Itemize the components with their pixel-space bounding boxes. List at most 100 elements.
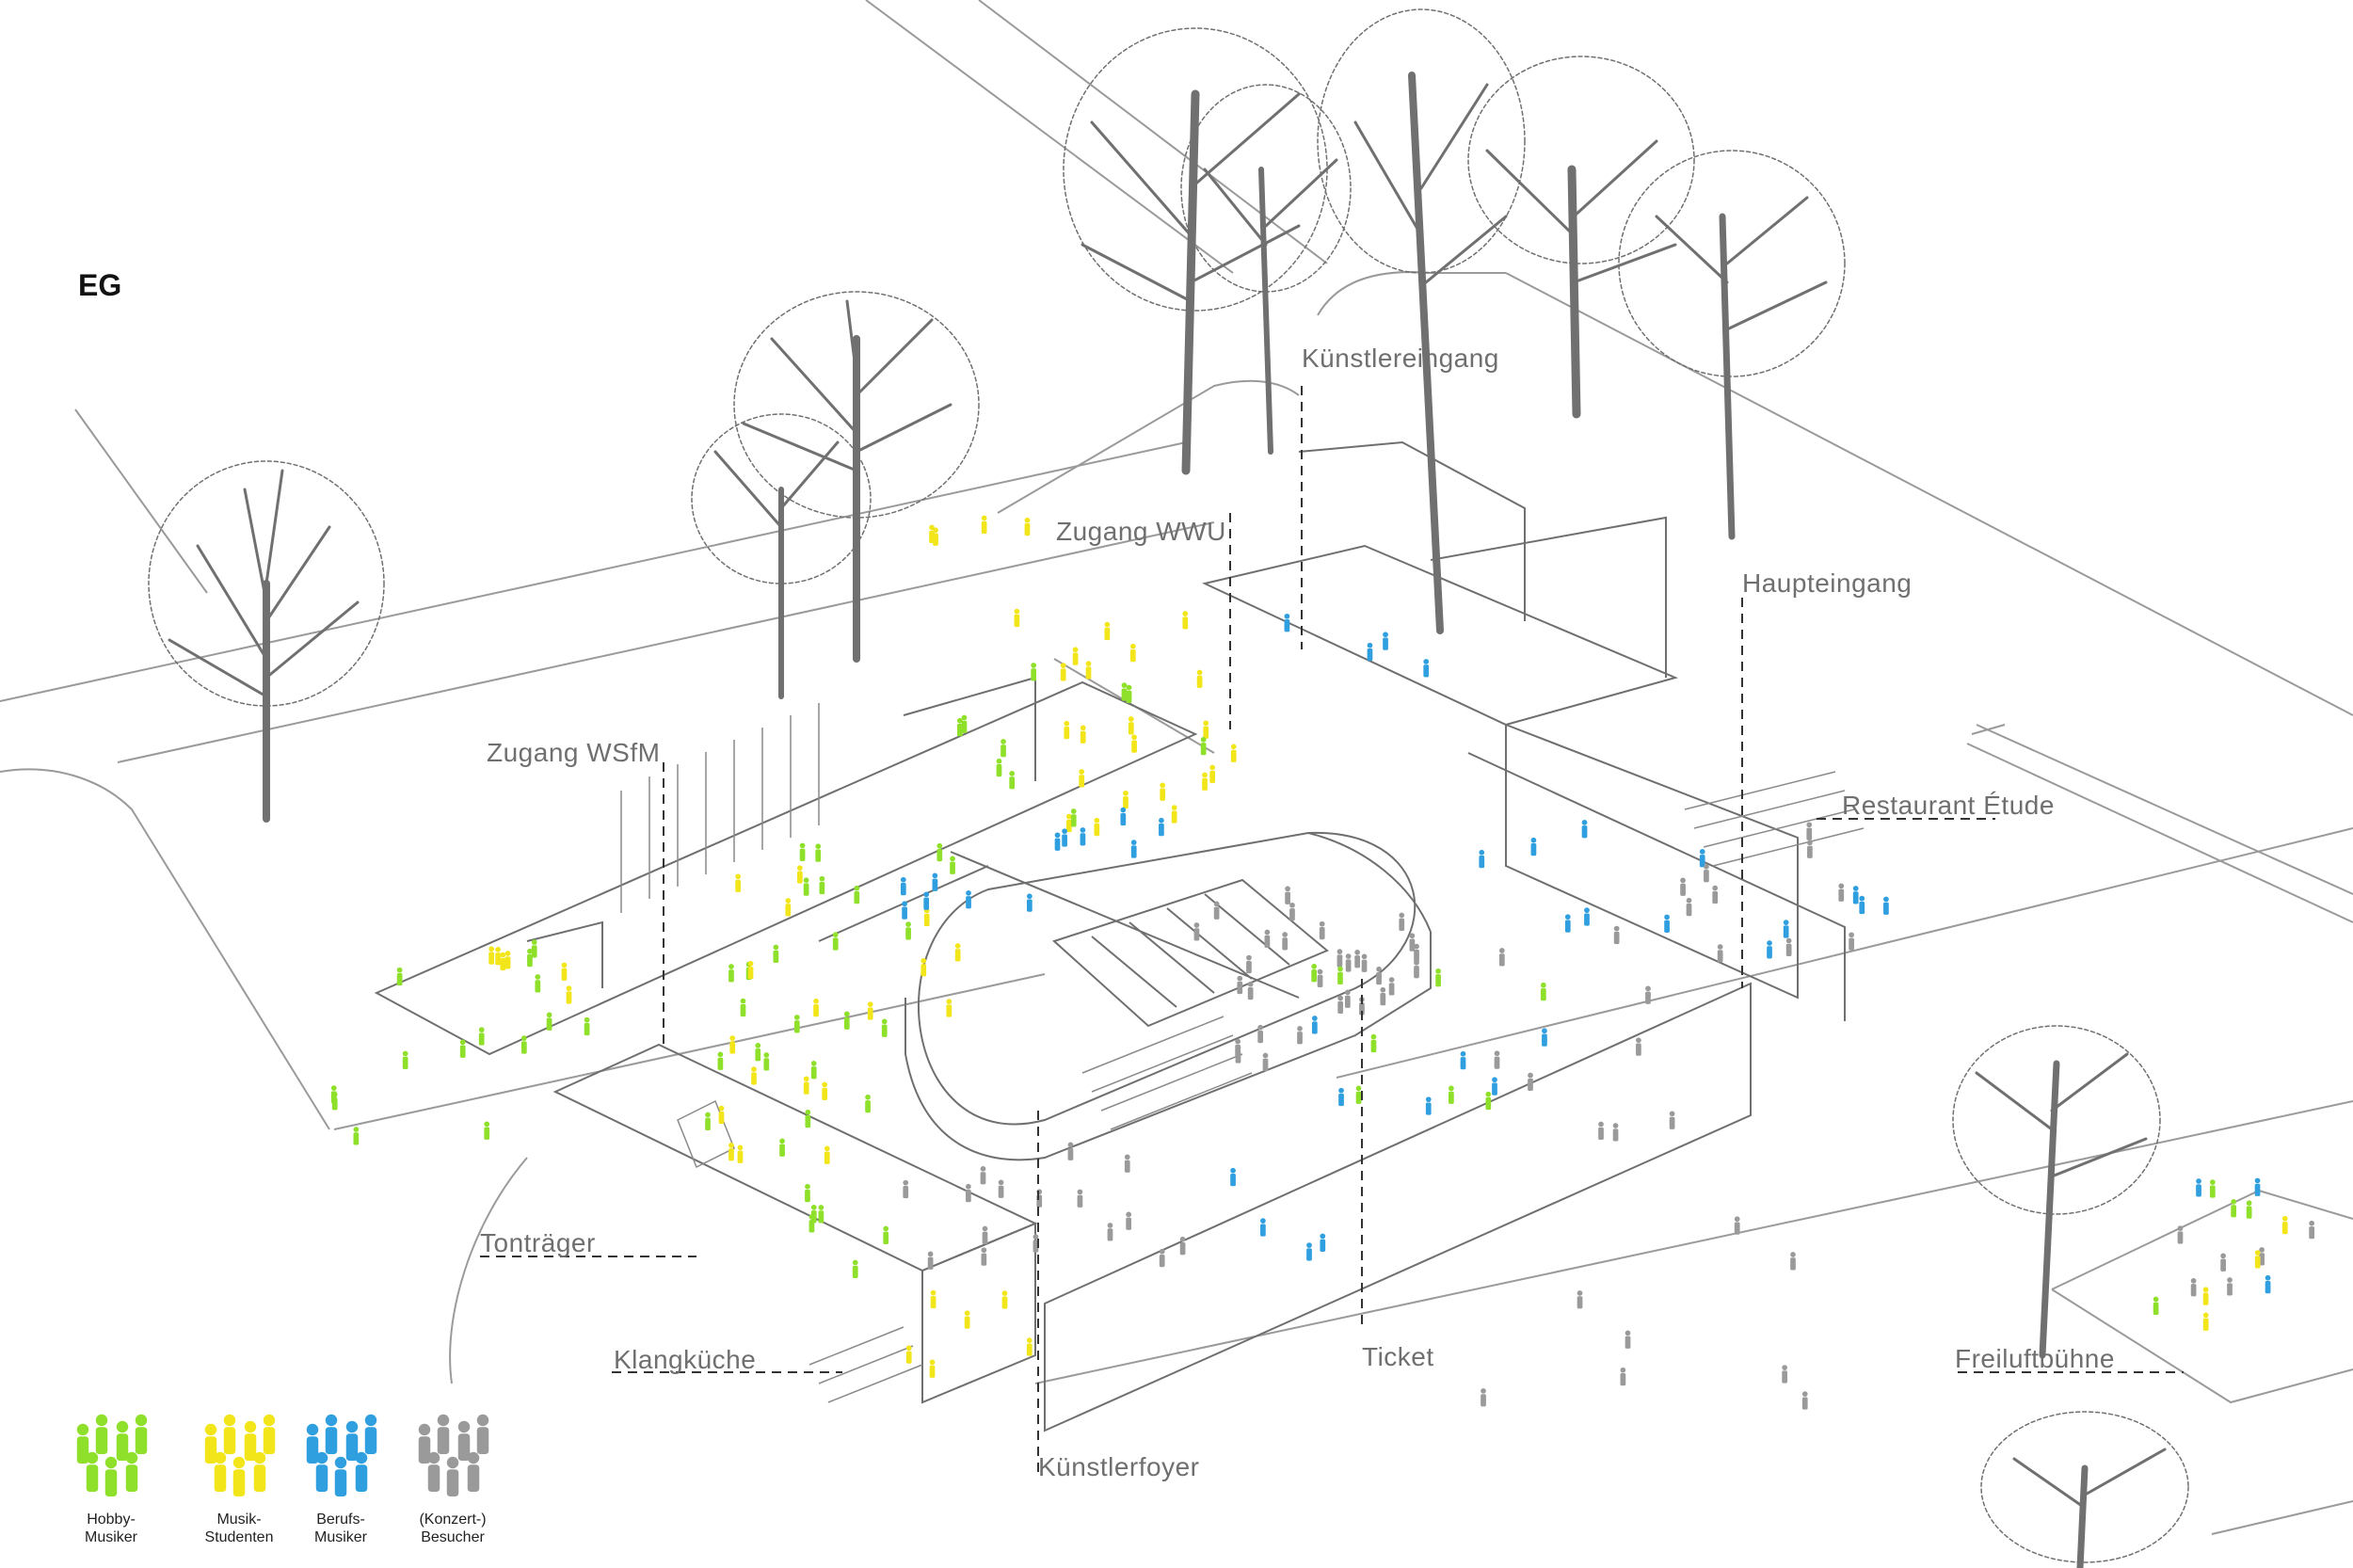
person-figure	[923, 907, 930, 927]
legend-person-figure	[476, 1414, 489, 1454]
person-figure	[1064, 720, 1070, 740]
person-figure	[1883, 896, 1889, 915]
person-figure	[1094, 817, 1100, 837]
person-figure	[1383, 632, 1388, 650]
person-figure	[1354, 949, 1360, 968]
person-figure	[966, 890, 971, 909]
label-restaurant-etude: Restaurant Étude	[1842, 791, 2055, 820]
legend-item-hobby-musiker: Hobby- Musiker	[50, 1511, 172, 1546]
person-figure	[1376, 966, 1382, 985]
legend-figure-group	[76, 1414, 148, 1496]
label-haupteingang: Haupteingang	[1742, 568, 1913, 598]
person-figure	[520, 1035, 527, 1054]
trees	[148, 8, 2189, 1568]
person-figure	[1498, 948, 1505, 967]
legend-item-konzert-besucher: (Konzert-) Besucher	[392, 1511, 514, 1546]
person-figure	[1289, 902, 1295, 921]
person-figure	[852, 1259, 858, 1279]
person-figure	[566, 985, 572, 1004]
legend-caption-line2: Studenten	[204, 1529, 274, 1546]
person-figure	[1492, 1077, 1497, 1096]
person-figure	[1361, 953, 1368, 972]
person-figure	[2281, 1215, 2288, 1235]
person-figure	[1193, 922, 1200, 941]
person-figure	[998, 1179, 1004, 1198]
person-figure	[705, 1112, 711, 1131]
legend-person-figure	[95, 1414, 108, 1454]
person-figure	[1613, 925, 1620, 945]
person-figure	[1079, 769, 1085, 788]
person-figure	[2254, 1250, 2261, 1269]
person-figure	[1704, 864, 1709, 883]
person-figure	[1785, 937, 1792, 956]
person-figure	[1612, 1123, 1619, 1142]
person-figure	[799, 842, 806, 861]
person-figure	[1370, 1033, 1377, 1053]
person-figure	[1031, 663, 1037, 681]
legend-caption-line1: Hobby-	[87, 1512, 136, 1528]
person-figure	[779, 1138, 785, 1157]
person-figure	[881, 1018, 888, 1037]
person-figure	[1734, 1216, 1740, 1235]
person-figure	[785, 898, 792, 917]
person-figure	[396, 967, 403, 986]
person-figure	[1540, 982, 1546, 1001]
person-figure	[1425, 1096, 1432, 1115]
person-figure	[1014, 608, 1020, 628]
person-figure	[803, 1076, 809, 1095]
person-figure	[933, 527, 938, 546]
legend-person-figure	[263, 1414, 276, 1454]
legend-person-figure	[364, 1414, 377, 1454]
person-figure	[865, 1094, 871, 1113]
legend-person-figure	[244, 1420, 257, 1461]
person-figure	[1801, 1391, 1808, 1410]
person-figure	[965, 1183, 971, 1203]
person-figure	[1066, 813, 1072, 833]
person-figure	[1449, 1085, 1454, 1104]
person-figure	[1124, 1154, 1130, 1173]
legend-person-figure	[334, 1456, 347, 1496]
people-figures	[330, 515, 2315, 1410]
person-figure	[1104, 621, 1111, 641]
person-figure	[1159, 817, 1164, 837]
person-figure	[902, 901, 907, 920]
legend-person-figure	[214, 1451, 227, 1492]
person-figure	[1367, 642, 1373, 662]
person-figure	[929, 1359, 936, 1378]
person-figure	[843, 1011, 850, 1030]
legend-figure-group	[204, 1414, 276, 1496]
person-figure	[1699, 848, 1705, 868]
person-figure	[900, 876, 906, 896]
person-figure	[2209, 1179, 2216, 1198]
person-figure	[961, 714, 968, 734]
person-figure	[1077, 1189, 1083, 1208]
person-figure	[822, 1081, 828, 1101]
person-figure	[1645, 985, 1651, 1004]
person-figure	[936, 842, 943, 862]
legend-person-figure	[306, 1423, 319, 1464]
legend-figure-group	[418, 1414, 489, 1496]
person-figure	[1260, 1218, 1266, 1237]
person-figure	[1123, 790, 1128, 809]
person-figure	[478, 1027, 485, 1046]
person-figure	[2309, 1220, 2315, 1240]
legend-caption-line1: (Konzert-)	[419, 1512, 487, 1528]
legend-caption-line1: Musik-	[216, 1512, 262, 1528]
legend-person-figure	[135, 1414, 148, 1454]
person-figure	[1790, 1252, 1796, 1271]
person-figure	[805, 1109, 811, 1128]
person-figure	[1130, 840, 1137, 858]
site-lines	[0, 0, 2353, 1535]
tree	[733, 291, 980, 663]
person-figure	[1237, 975, 1243, 995]
legend-caption-line2: Musiker	[84, 1529, 137, 1546]
person-figure	[996, 758, 1002, 777]
person-figure	[1311, 964, 1318, 983]
person-figure	[1636, 1037, 1641, 1056]
person-figure	[488, 946, 495, 965]
person-figure	[1067, 1142, 1074, 1160]
person-figure	[500, 952, 506, 971]
person-figure	[1000, 739, 1006, 758]
person-figure	[747, 960, 754, 980]
person-figure	[1247, 981, 1254, 1000]
